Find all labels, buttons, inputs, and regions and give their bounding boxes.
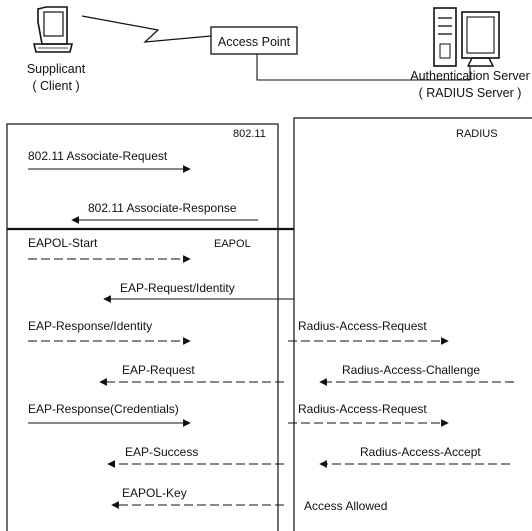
msg-radius-access-challenge: Radius-Access-Challenge [342,363,480,377]
msg-eap-response-identity: EAP-Response/Identity [28,319,152,333]
wireless-link-icon [81,15,212,43]
supplicant-ap-frame [6,123,279,531]
msg-eap-response-credentials: EAP-Response(Credentials) [28,402,179,416]
supplicant-sublabel: ( Client ) [32,79,79,93]
section-radius-label: RADIUS [456,128,498,140]
msg-radius-access-request-1: Radius-Access-Request [298,319,427,333]
access-point-label: Access Point [218,35,291,49]
msg-eapol-key: EAPOL-Key [122,486,187,500]
access-allowed-label: Access Allowed [304,499,387,513]
access-point-node[interactable]: Access Point [210,26,298,55]
msg-eapol-start: EAPOL-Start [28,236,98,250]
supplicant-label: Supplicant [27,62,86,76]
radius-frame [293,117,532,531]
auth-server-sublabel: ( RADIUS Server ) [419,86,522,100]
msg-eap-request: EAP-Request [122,363,195,377]
msg-assoc-response: 802.11 Associate-Response [88,201,237,215]
msg-eap-success: EAP-Success [125,445,198,459]
msg-assoc-request: 802.11 Associate-Request [28,149,168,163]
auth-server-label: Authentication Server [410,69,530,83]
msg-radius-access-request-2: Radius-Access-Request [298,402,427,416]
laptop-icon [32,6,74,53]
section-eapol-label: EAPOL [214,238,251,250]
section-80211-label: 802.11 [233,128,266,140]
msg-eap-request-identity: EAP-Request/Identity [120,281,235,295]
msg-radius-access-accept: Radius-Access-Accept [360,445,481,459]
server-icon [433,7,500,67]
wired-link [256,54,471,81]
